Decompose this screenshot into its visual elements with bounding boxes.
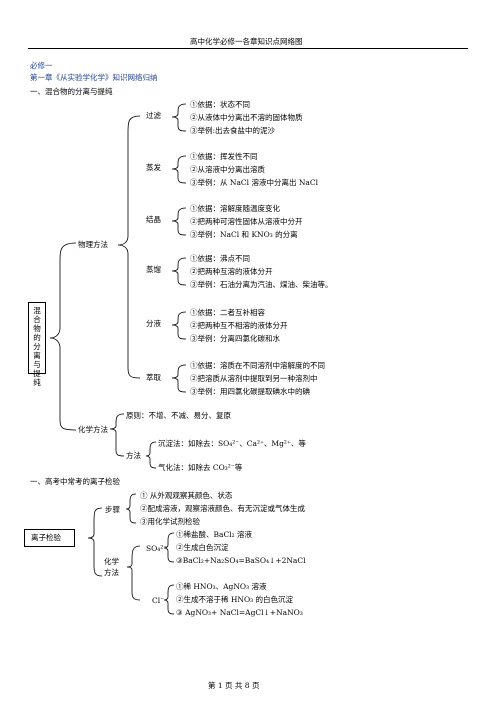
method-evap: 蒸发 — [146, 163, 161, 172]
page-footer: 第 1 页 共 8 页 — [208, 681, 260, 690]
sep-brace — [171, 311, 187, 340]
method-distill: 蒸馏 — [146, 265, 161, 274]
physical-methods: 物理方法 — [78, 240, 108, 249]
filter-brace — [171, 103, 187, 132]
steps-brace — [125, 493, 137, 524]
chapter-title: 第一章《从实验学化学》知识网络归纳 — [30, 73, 158, 82]
ion-box — [24, 529, 75, 547]
section1-title: 一、混合物的分离与提纯 — [30, 87, 113, 96]
cryst-brace — [171, 207, 187, 236]
filter-item-2: ②从液体中分离出不溶的固体物质 — [190, 113, 303, 122]
cl-item-2: ②生成不溶于稀 HNO₃ 的白色沉淀 — [176, 595, 294, 604]
chemical-brace — [109, 413, 125, 457]
distill-item-2: ②把两种互溶的液体分开 — [190, 267, 273, 276]
chem-principle: 原则：不增、不减、易分、复原 — [126, 411, 231, 420]
cryst-item-1: ①依据：溶解度随温度变化 — [190, 204, 280, 213]
method-sep: 分液 — [146, 319, 161, 328]
sep-item-1: ①依据：二者互补相容 — [190, 308, 265, 317]
sep-item-2: ②把两种互不相溶的液体分开 — [190, 321, 288, 330]
sep-item-3: ③举例：分离四氯化碳和水 — [190, 334, 280, 343]
cl-brace — [163, 584, 175, 615]
chem-detect-label: 化学方法 — [104, 557, 119, 577]
so4-label: SO₄²⁻ — [146, 544, 168, 553]
step-3: ③用化学试剂检验 — [140, 517, 200, 526]
cl-item-1: ①稀 HNO₃、AgNO₃ 溶液 — [176, 582, 267, 591]
so4-brace — [163, 532, 175, 563]
cl-label: Cl⁻ — [152, 596, 165, 605]
evap-brace — [171, 155, 187, 184]
so4-item-3: ③BaCl₂+Na₂SO₄=BaSO₄↓+2NaCl — [176, 556, 306, 565]
page-header: 高中化学必修一各章知识点网络图 — [190, 37, 303, 46]
distill-item-3: ③举例：石油分离为汽油、煤油、柴油等。 — [190, 280, 333, 289]
root-box-label: 混合物的分离与提纯 — [33, 306, 41, 387]
ion-brace — [87, 507, 103, 577]
extract-item-1: ①依据：溶质在不同溶剂中溶解度的不同 — [190, 361, 325, 370]
step-1: ① 从外观观察其颜色、状态 — [140, 491, 233, 500]
chem-method-brace — [145, 441, 157, 469]
chem-gasification: 气化法：如除去 CO₃²⁻等 — [158, 463, 243, 472]
distill-brace — [171, 257, 187, 286]
evap-item-3: ③举例：从 NaCl 溶液中分离出 NaCl — [190, 178, 318, 187]
cryst-item-3: ③举例：NaCl 和 KNO₃ 的分离 — [190, 230, 298, 239]
method-filter: 过滤 — [146, 111, 161, 120]
chem-precipitation: 沉淀法：如除去：SO₄²⁻、Ca²⁺、Mg²⁺、等 — [158, 439, 306, 448]
extract-item-2: ②把溶质从溶剂中提取到另一种溶剂中 — [190, 374, 318, 383]
filter-item-1: ①依据：状态不同 — [190, 100, 250, 109]
evap-item-2: ②从溶液中分离出溶质 — [190, 165, 265, 174]
root-brace — [49, 242, 77, 431]
header-rule — [28, 48, 468, 49]
physical-brace — [117, 115, 141, 379]
distill-item-1: ①依据：沸点不同 — [190, 254, 250, 263]
cl-item-3: ③ AgNO₃+ NaCl=AgCl↓+NaNO₃ — [176, 608, 303, 617]
so4-item-1: ①稀盐酸、BaCl₂ 溶液 — [176, 530, 253, 539]
method-cryst: 结晶 — [146, 215, 161, 224]
filter-item-3: ③举例:出去食盐中的泥沙 — [190, 126, 276, 135]
steps-label: 步骤 — [105, 505, 120, 514]
root-box — [28, 302, 46, 374]
detect-brace — [126, 545, 141, 601]
method-extract: 萃取 — [146, 373, 161, 382]
step-2: ②配成溶液，观察溶液颜色、有无沉淀或气体生成 — [140, 504, 305, 513]
section2-title: 一、高考中常考的离子检验 — [30, 477, 120, 486]
chemical-methods: 化学方法 — [78, 425, 108, 434]
evap-item-1: ①依据：挥发性不同 — [190, 152, 258, 161]
chem-method-label: 方法 — [126, 451, 141, 460]
ion-box-label: 离子检验 — [31, 533, 61, 542]
extract-brace — [171, 364, 187, 393]
cryst-item-2: ②把两种可溶性固体从溶液中分开 — [190, 217, 303, 226]
book-label: 必修一 — [30, 61, 53, 70]
so4-item-2: ②生成白色沉淀 — [176, 543, 229, 552]
extract-item-3: ③举例：用四氯化碳提取碘水中的碘 — [190, 387, 310, 396]
